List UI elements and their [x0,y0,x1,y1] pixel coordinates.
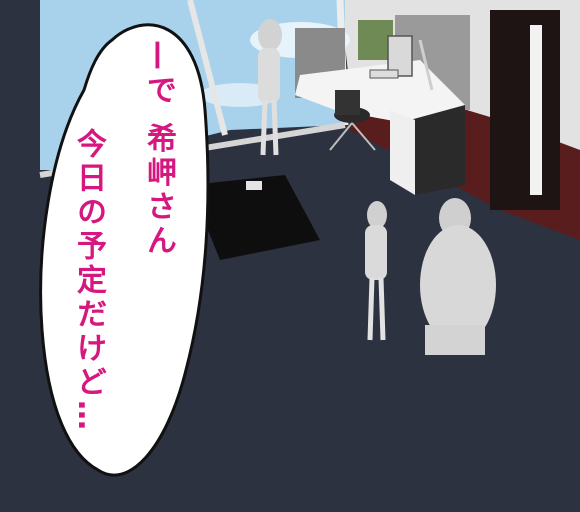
figure-woman-center-body [365,225,387,280]
figure-woman-window-leg [260,99,268,156]
figure-woman-center-leg [367,277,375,341]
office-chair-back [335,90,360,115]
door [490,10,560,210]
speech-line-2: 今日の予定だけど… [71,128,106,434]
speech-bubble [39,23,210,477]
keyboard [369,69,399,79]
office-chair-leg [351,122,376,151]
desk-pedestal [410,105,465,195]
figure-woman-window-body [258,48,280,103]
figure-woman-window-hair [258,19,282,51]
window-mullion [187,0,228,136]
door-glass [530,25,542,195]
office-chair-leg [329,122,353,151]
desk-lamp [418,39,434,91]
figure-man-legs [425,325,485,355]
figure-woman-center-hair [367,201,387,229]
figure-man-body [420,225,496,345]
phone-on-table [246,181,262,190]
bookshelf-binders [358,20,393,60]
figure-woman-center-leg [378,277,386,341]
speech-line-1: —で 希岬さん [141,40,176,259]
figure-woman-window-leg [271,99,279,156]
computer-monitor [387,35,413,77]
black-table [190,175,320,260]
desk-drawers [390,110,415,195]
